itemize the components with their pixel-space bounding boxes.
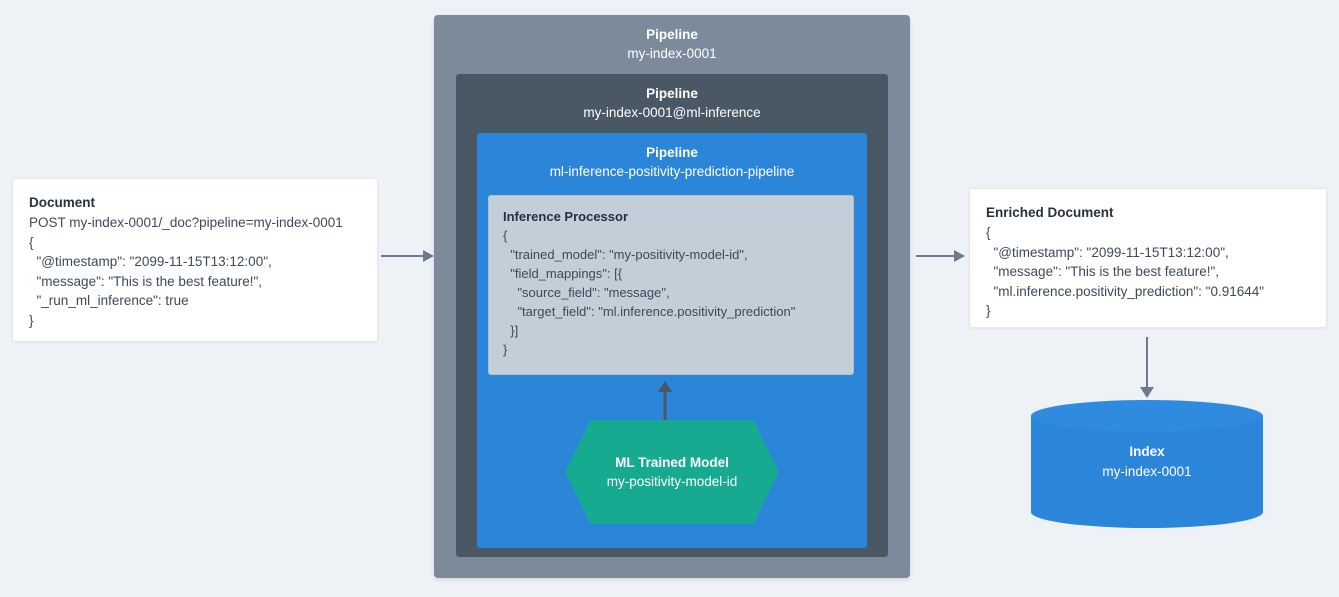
pipeline-middle-header: Pipeline my-index-0001@ml-inference <box>456 74 888 123</box>
ml-trained-model-kind: ML Trained Model <box>615 455 729 470</box>
ml-trained-model-name: my-positivity-model-id <box>606 474 738 489</box>
ml-trained-model-node: ML Trained Model my-positivity-model-id <box>565 420 779 524</box>
document-line-3: "message": "This is the best feature!", <box>29 273 263 289</box>
index-label: Index my-index-0001 <box>1031 442 1263 482</box>
pipeline-middle-name: my-index-0001@ml-inference <box>583 105 761 120</box>
pipeline-inner-kind: Pipeline <box>646 145 698 160</box>
document-card: Document POST my-index-0001/_doc?pipelin… <box>12 178 378 342</box>
enriched-document-line-4: } <box>986 303 991 318</box>
pipeline-middle-kind: Pipeline <box>646 86 698 101</box>
processor-line-6: } <box>503 342 508 357</box>
document-line-1: { <box>29 234 34 250</box>
enriched-document-line-3: "ml.inference.positivity_prediction": "0… <box>986 283 1265 299</box>
pipeline-inner-box: Pipeline ml-inference-positivity-predict… <box>477 133 867 548</box>
processor-line-4: "target_field": "ml.inference.positivity… <box>503 304 796 319</box>
index-name: my-index-0001 <box>1102 464 1192 479</box>
enriched-document-card: Enriched Document { "@timestamp": "2099-… <box>969 188 1327 328</box>
cylinder-top-ellipse <box>1031 400 1263 432</box>
document-line-2: "@timestamp": "2099-11-15T13:12:00", <box>29 254 272 269</box>
processor-title: Inference Processor <box>503 209 629 224</box>
pipeline-outer-name: my-index-0001 <box>627 46 717 61</box>
processor-line-2: "field_mappings": [{ <box>503 266 623 281</box>
arrow-enriched-document-to-index <box>1140 337 1154 398</box>
processor-line-0: { <box>503 228 508 243</box>
arrow-pipeline-to-enriched-document <box>916 250 965 262</box>
processor-line-3: "source_field": "message", <box>503 285 670 300</box>
arrow-document-to-pipeline <box>381 250 434 262</box>
processor-line-1: "trained_model": "my-positivity-model-id… <box>503 247 748 262</box>
pipeline-outer-header: Pipeline my-index-0001 <box>434 15 910 64</box>
cylinder-body <box>1031 416 1263 512</box>
enriched-document-line-0: { <box>986 225 991 240</box>
pipeline-outer-kind: Pipeline <box>646 27 698 42</box>
document-title: Document <box>29 195 96 210</box>
pipeline-inner-header: Pipeline ml-inference-positivity-predict… <box>477 133 867 182</box>
pipeline-inner-name: ml-inference-positivity-prediction-pipel… <box>549 164 795 179</box>
ml-trained-model-label: ML Trained Model my-positivity-model-id <box>565 420 779 524</box>
index-kind: Index <box>1129 444 1165 459</box>
arrow-ml-model-to-processor <box>658 381 672 424</box>
hexagon-shape <box>565 420 779 524</box>
document-line-4: "_run_ml_inference": true <box>29 293 189 308</box>
pipeline-outer-box: Pipeline my-index-0001 Pipeline my-index… <box>434 15 910 578</box>
inference-processor-panel: Inference Processor { "trained_model": "… <box>488 195 854 375</box>
document-line-0: POST my-index-0001/_doc?pipeline=my-inde… <box>29 215 343 230</box>
enriched-document-line-2: "message": "This is the best feature!", <box>986 264 1220 279</box>
enriched-document-title: Enriched Document <box>986 205 1114 220</box>
processor-line-5: }] <box>503 323 519 338</box>
pipeline-middle-box: Pipeline my-index-0001@ml-inference Pipe… <box>456 74 888 557</box>
enriched-document-line-1: "@timestamp": "2099-11-15T13:12:00", <box>986 244 1229 260</box>
index-cylinder: Index my-index-0001 <box>1031 400 1263 528</box>
document-line-5: } <box>29 312 34 328</box>
